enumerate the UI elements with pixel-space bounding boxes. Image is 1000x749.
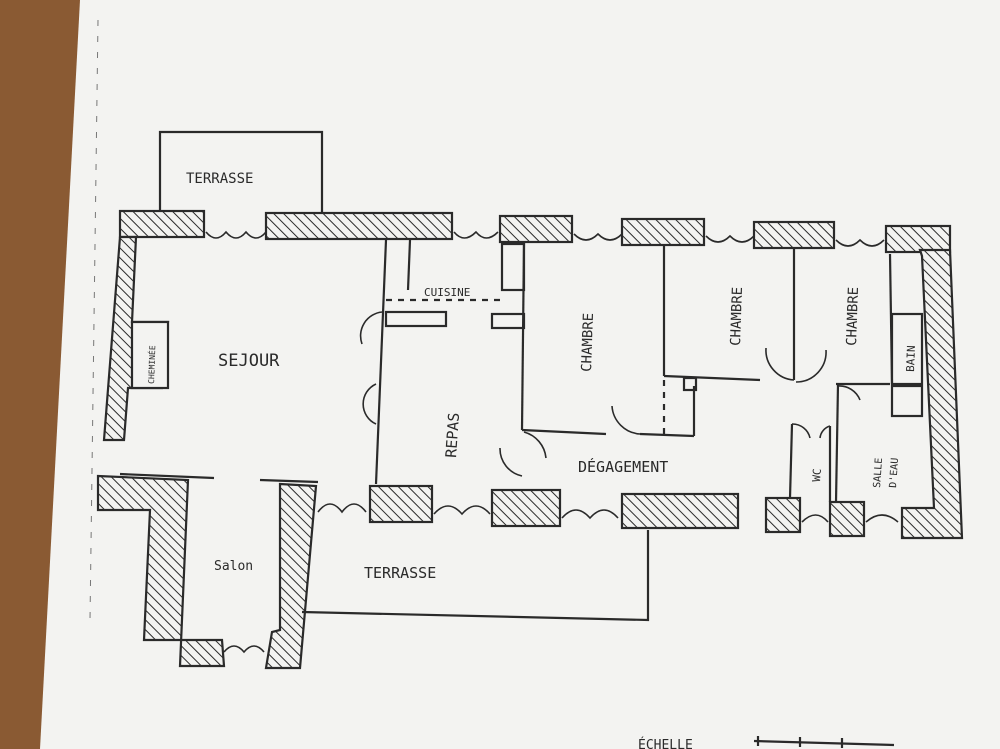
plan-drawing xyxy=(96,130,964,748)
wall xyxy=(764,496,802,534)
label-cheminee: CHEMINÉE xyxy=(145,345,157,384)
label-cuisine: CUISINE xyxy=(424,286,470,299)
scale-bar xyxy=(753,739,895,747)
chimney xyxy=(130,320,170,390)
room-labels: TERRASSE SEJOUR CHEMINÉE CUISINE REPAS C… xyxy=(145,171,918,749)
window-arc xyxy=(317,503,367,514)
door-swing xyxy=(523,431,547,459)
door-swing xyxy=(499,447,523,477)
wall xyxy=(752,220,836,250)
south-wall-salon-east xyxy=(264,482,318,670)
partition-sejour-salon-2 xyxy=(259,478,319,484)
partition-chambre-bottom xyxy=(521,428,607,436)
window-arc xyxy=(705,234,755,243)
window-arc xyxy=(835,238,885,247)
footer-scale-label: ÉCHELLE xyxy=(638,737,693,749)
south-wall-salon-west xyxy=(96,474,226,668)
window-arc xyxy=(205,230,267,239)
door-swing xyxy=(362,383,377,425)
wall xyxy=(620,217,706,247)
terrasse-south-outline xyxy=(301,530,650,622)
wall xyxy=(620,492,740,530)
partition-cuisine xyxy=(406,239,412,291)
door-swing xyxy=(837,385,861,401)
wall xyxy=(118,209,206,239)
door-swing xyxy=(765,347,795,381)
partition-sejour-repas xyxy=(374,239,388,485)
partition-chambre-door-line xyxy=(639,432,695,438)
partition-repas-chambre xyxy=(520,241,526,431)
label-salon: Salon xyxy=(214,559,253,574)
label-salle-deau-2: D'EAU xyxy=(888,457,901,488)
wall xyxy=(368,484,434,524)
bain-box xyxy=(890,312,924,386)
door-swing xyxy=(795,349,827,383)
column xyxy=(682,376,698,392)
label-wc: WC xyxy=(810,468,824,482)
label-bain: BAIN xyxy=(904,345,918,372)
window-arc xyxy=(573,232,623,241)
label-salle-deau-1: SALLE xyxy=(872,457,885,488)
label-terrasse-south: TERRASSE xyxy=(364,564,436,582)
door-swing xyxy=(359,311,383,345)
label-chambre-2: CHAMBRE xyxy=(728,287,746,347)
partition-salle-deau xyxy=(834,383,840,503)
partition-wc-west xyxy=(788,423,794,499)
paper-sheet xyxy=(40,0,1000,749)
label-chambre-1: CHAMBRE xyxy=(579,313,597,373)
window-arc xyxy=(801,514,829,523)
partition-chambre2-bottom xyxy=(663,374,761,382)
label-degagement: DÉGAGEMENT xyxy=(578,457,668,476)
wall xyxy=(498,214,574,244)
label-sejour: SEJOUR xyxy=(218,351,280,371)
door-swing xyxy=(791,423,811,439)
fold-line xyxy=(89,19,99,621)
terrasse-north-outline xyxy=(158,130,324,212)
partition-sejour-salon xyxy=(119,472,215,480)
door-swing xyxy=(611,405,641,435)
basin xyxy=(890,384,924,418)
label-chambre-3: CHAMBRE xyxy=(844,287,862,347)
label-repas: REPAS xyxy=(442,412,463,458)
wall xyxy=(828,500,866,538)
wall xyxy=(884,224,952,254)
window-arc xyxy=(223,645,265,654)
wall xyxy=(490,488,562,528)
east-wall xyxy=(900,248,964,540)
door-swing xyxy=(819,425,831,439)
cuisine-counter xyxy=(384,310,448,328)
wall xyxy=(264,211,454,241)
window-arc xyxy=(453,230,499,239)
label-terrasse-north: TERRASSE xyxy=(186,171,253,187)
window-arc xyxy=(561,509,619,520)
window-arc xyxy=(433,505,491,516)
window-arc xyxy=(865,514,899,523)
